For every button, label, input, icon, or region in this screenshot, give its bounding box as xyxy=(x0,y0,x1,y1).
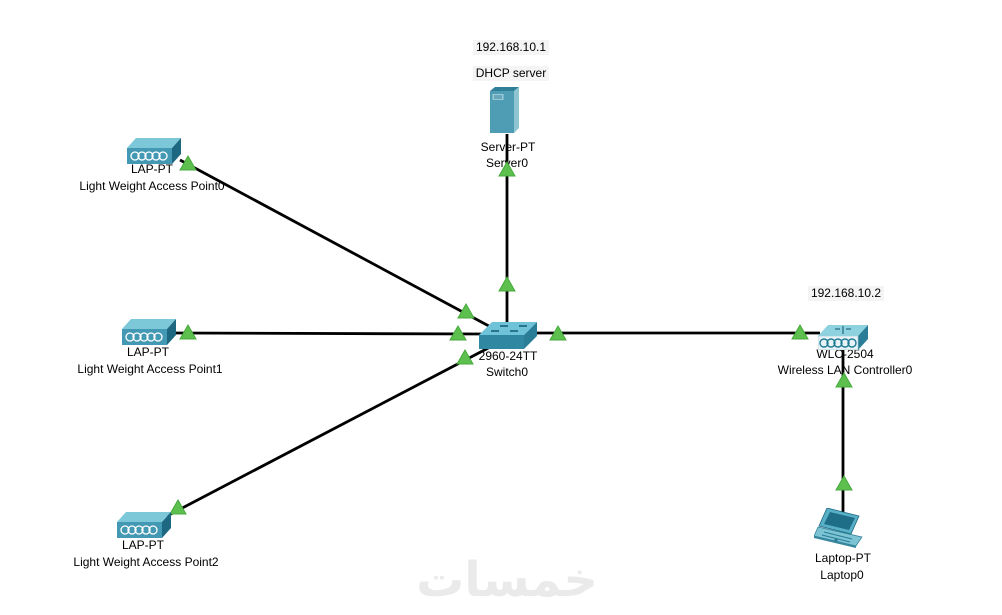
switch0-name-label: Switch0 xyxy=(485,365,529,379)
link-ap2-switch0[interactable] xyxy=(166,343,495,518)
device-ap0[interactable] xyxy=(127,138,181,164)
watermark-text: خمسات xyxy=(416,552,598,608)
device-switch0[interactable] xyxy=(479,322,537,350)
device-laptop0[interactable] xyxy=(814,508,874,548)
laptop-icon xyxy=(814,508,863,548)
server0-model-label: Server-PT xyxy=(480,140,536,154)
server-ip-annotation: 192.168.10.1 xyxy=(472,40,550,55)
wlc-ip-annotation: 192.168.10.2 xyxy=(807,286,885,301)
antenna-glyph xyxy=(835,326,851,334)
server-role-annotation: DHCP server xyxy=(472,66,550,81)
wlc0-name-label: Wireless LAN Controller0 xyxy=(777,363,913,377)
link-ap0-switch0[interactable] xyxy=(179,158,501,334)
ap2-name-label: Light Weight Access Point2 xyxy=(73,555,219,569)
switch-icon xyxy=(479,322,537,349)
device-ap1[interactable] xyxy=(122,319,176,345)
ap2-model-label: LAP-PT xyxy=(121,538,165,552)
device-wlc0[interactable] xyxy=(818,319,868,350)
device-server0[interactable] xyxy=(490,87,520,133)
wlc-icon xyxy=(818,325,868,350)
access-point-icon xyxy=(117,512,171,538)
ap1-model-label: LAP-PT xyxy=(126,345,170,359)
link-ap1-switch0[interactable] xyxy=(175,331,486,336)
ap0-model-label: LAP-PT xyxy=(130,162,174,176)
device-ap2[interactable] xyxy=(117,512,171,538)
ap0-name-label: Light Weight Access Point0 xyxy=(79,179,225,193)
laptop0-model-label: Laptop-PT xyxy=(814,551,872,565)
server-icon xyxy=(490,87,519,133)
switch0-model-label: 2960-24TT xyxy=(478,349,538,363)
wlc0-model-label: WLC-2504 xyxy=(816,347,874,361)
access-point-icon xyxy=(122,319,176,345)
server0-name-label: Server0 xyxy=(485,156,529,170)
ap1-name-label: Light Weight Access Point1 xyxy=(77,362,223,376)
laptop0-name-label: Laptop0 xyxy=(820,568,864,582)
access-point-icon xyxy=(127,138,181,164)
